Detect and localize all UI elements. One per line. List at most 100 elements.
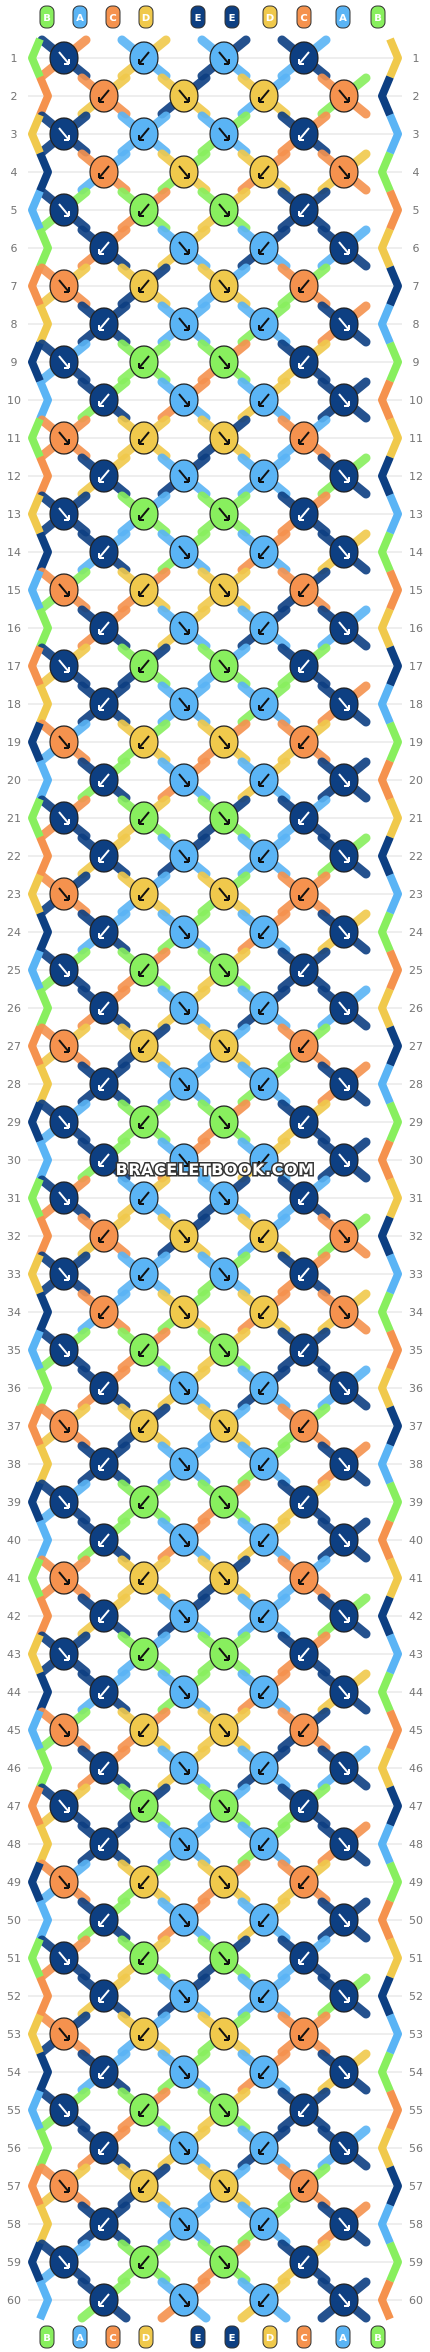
knot (169, 611, 199, 645)
knot-direction-arrow (178, 545, 190, 559)
knot-direction-arrow (58, 1495, 70, 1509)
knot-direction-arrow (218, 127, 230, 141)
svg-text:A: A (339, 2333, 347, 2344)
knot-direction-arrow (58, 1647, 70, 1661)
knot-direction-arrow (338, 849, 350, 863)
row-number-right: 45 (409, 1724, 423, 1737)
knot-direction-arrow (218, 1039, 230, 1053)
knot-direction-arrow (338, 393, 350, 407)
knot-direction-arrow (298, 1951, 310, 1965)
knot (329, 1979, 359, 2013)
row-number-right: 9 (413, 356, 420, 369)
knot (89, 2055, 119, 2089)
knot (209, 1637, 239, 1671)
knot-direction-arrow (178, 1153, 190, 1167)
knot-direction-arrow (338, 1153, 350, 1167)
knot-direction-arrow (138, 1267, 150, 1281)
knot (209, 1333, 239, 1367)
knot (249, 1523, 279, 1557)
knot-direction-arrow (138, 1343, 150, 1357)
row-number-right: 57 (409, 2180, 423, 2193)
knot (289, 117, 319, 151)
knot-direction-arrow (98, 2141, 110, 2155)
knot-direction-arrow (338, 1305, 350, 1319)
knot (49, 649, 79, 683)
row-number-right: 27 (409, 1040, 423, 1053)
knot (329, 2207, 359, 2241)
knot-direction-arrow (258, 2065, 270, 2079)
knot-direction-arrow (258, 89, 270, 103)
knot-direction-arrow (298, 431, 310, 445)
knot (329, 231, 359, 265)
knot (169, 915, 199, 949)
knot (129, 1333, 159, 1367)
knot-direction-arrow (338, 773, 350, 787)
knot-direction-arrow (138, 1495, 150, 1509)
string-label-bottom: E (190, 2325, 206, 2349)
row-number-left: 57 (7, 2180, 21, 2193)
row-number-right: 54 (409, 2066, 423, 2079)
row-number-right: 23 (409, 888, 423, 901)
knot-direction-arrow (178, 1685, 190, 1699)
svg-text:D: D (266, 2333, 274, 2344)
knot-direction-arrow (58, 1267, 70, 1281)
knot-direction-arrow (338, 1457, 350, 1471)
knot-direction-arrow (138, 1191, 150, 1205)
knot-direction-arrow (178, 317, 190, 331)
knot-direction-arrow (258, 1533, 270, 1547)
row-number-left: 15 (7, 584, 21, 597)
knot-direction-arrow (58, 1115, 70, 1129)
svg-text:B: B (43, 2333, 51, 2344)
row-number-right: 48 (409, 1838, 423, 1851)
knot (129, 41, 159, 75)
knot (329, 991, 359, 1025)
knot (129, 801, 159, 835)
knot-direction-arrow (258, 317, 270, 331)
knot (169, 2207, 199, 2241)
knot (49, 193, 79, 227)
knot-direction-arrow (338, 469, 350, 483)
knot (49, 1865, 79, 1899)
string-label-bottom: D (262, 2325, 278, 2349)
row-number-right: 42 (409, 1610, 423, 1623)
row-number-right: 25 (409, 964, 423, 977)
row-number-right: 46 (409, 1762, 423, 1775)
string-label-bottom: A (72, 2325, 88, 2349)
knot-direction-arrow (298, 2103, 310, 2117)
row-number-left: 13 (7, 508, 21, 521)
row-number-left: 51 (7, 1952, 21, 1965)
knot (169, 1827, 199, 1861)
knot (129, 1181, 159, 1215)
knot (249, 611, 279, 645)
svg-text:C: C (300, 13, 307, 24)
knot (209, 41, 239, 75)
knot-direction-arrow (258, 545, 270, 559)
row-number-left: 20 (7, 774, 21, 787)
knot-direction-arrow (258, 241, 270, 255)
knot (249, 763, 279, 797)
knot (89, 2131, 119, 2165)
row-number-left: 39 (7, 1496, 21, 1509)
knot-direction-arrow (298, 203, 310, 217)
knot (329, 2283, 359, 2317)
knot (89, 1067, 119, 1101)
knot-direction-arrow (98, 89, 110, 103)
knot (209, 2169, 239, 2203)
knot-direction-arrow (98, 1381, 110, 1395)
knot-direction-arrow (178, 1533, 190, 1547)
knot (329, 687, 359, 721)
knot (129, 1789, 159, 1823)
knot-direction-arrow (178, 849, 190, 863)
knot (209, 1257, 239, 1291)
row-number-right: 6 (413, 242, 420, 255)
row-number-left: 24 (7, 926, 21, 939)
knot (169, 1143, 199, 1177)
knot-direction-arrow (338, 89, 350, 103)
knot-direction-arrow (58, 887, 70, 901)
knot (49, 1789, 79, 1823)
knot-direction-arrow (138, 279, 150, 293)
knot-direction-arrow (298, 2255, 310, 2269)
knot-direction-arrow (98, 469, 110, 483)
knot (49, 1561, 79, 1595)
knot-direction-arrow (98, 545, 110, 559)
